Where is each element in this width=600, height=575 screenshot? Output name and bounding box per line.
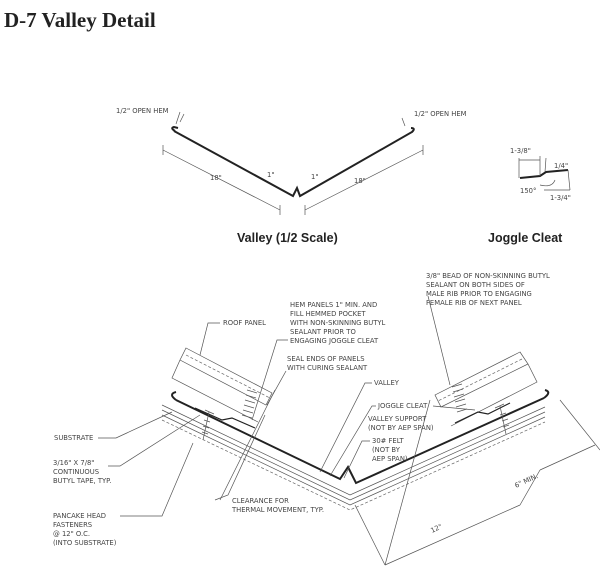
label-felt: 30# FELT (NOT BY AEP SPAN)	[372, 437, 408, 463]
right-sealant	[451, 383, 468, 413]
leader-valley	[319, 382, 372, 473]
label-twelve: 12"	[429, 523, 443, 535]
cleat-caption: Joggle Cleat	[488, 231, 563, 245]
felt-line	[161, 419, 546, 511]
left-hem	[171, 391, 177, 401]
substrate-lines	[161, 404, 546, 506]
leader-hem	[251, 339, 288, 421]
right-panel-hidden	[437, 358, 523, 402]
cleat-dims	[518, 156, 571, 191]
cleat-profile	[519, 169, 569, 179]
label-butyl-tape: 3/16" X 7/8" CONTINUOUS BUTYL TAPE, TYP.	[53, 459, 111, 485]
label-six-min: 6" MIN.	[513, 472, 539, 490]
valley-profile	[171, 125, 415, 198]
right-fastener	[494, 403, 510, 435]
label-roof-panel: ROOF PANEL	[223, 319, 266, 327]
leg-left-label: 18"	[210, 174, 222, 182]
page-title: D-7 Valley Detail	[4, 8, 156, 32]
leg-right-label: 18"	[354, 177, 366, 185]
cleat-angle: 150°	[520, 187, 536, 195]
dimension-lines	[354, 399, 600, 566]
label-hem-panels: HEM PANELS 1" MIN. AND FILL HEMMED POCKE…	[290, 301, 387, 345]
label-substrate: SUBSTRATE	[54, 434, 93, 442]
right-roof-panel	[434, 351, 538, 427]
label-seal-ends: SEAL ENDS OF PANELS WITH CURING SEALANT	[287, 355, 368, 372]
leader-support	[329, 405, 376, 477]
leader-roof-panel	[199, 322, 220, 356]
left-sealant	[241, 389, 258, 419]
valley-metal	[175, 397, 545, 485]
dim-right	[304, 145, 424, 215]
leader-felt	[343, 440, 370, 479]
label-fasteners: PANCAKE HEAD FASTENERS @ 12" O.C. (INTO …	[53, 512, 117, 547]
left-panel-hidden	[185, 354, 271, 399]
left-roof-panel	[171, 347, 273, 423]
valley-caption: Valley (1/2 Scale)	[237, 231, 338, 245]
label-clearance: CLEARANCE FOR THERMAL MOVEMENT, TYP.	[231, 497, 324, 514]
dim-left	[162, 145, 281, 215]
leader-joggle	[432, 405, 476, 411]
label-valley-support: VALLEY SUPPORT (NOT BY AEP SPAN)	[368, 415, 434, 432]
cleat-dim-a: 1-3/8"	[510, 147, 531, 155]
bend-right-label: 1"	[311, 173, 318, 181]
leader-tape	[108, 414, 201, 467]
leader-bead	[427, 295, 451, 386]
right-joggle-cleat	[454, 402, 511, 424]
clearance-lines	[214, 389, 276, 501]
valley-assembly-detail: ROOF PANEL HEM PANELS 1" MIN. AND FILL H…	[53, 272, 600, 566]
label-joggle-cleat: JOGGLE CLEAT	[377, 402, 428, 410]
valley-section: 1/2" OPEN HEM 1/2" OPEN HEM 18" 18" 1" 1…	[116, 107, 467, 245]
hem-dims	[175, 111, 406, 127]
cleat-dim-b: 1/4"	[554, 162, 568, 170]
hem-left-label: 1/2" OPEN HEM	[116, 107, 169, 115]
bend-left-label: 1"	[267, 171, 274, 179]
leader-seal	[266, 370, 287, 406]
label-bead: 3/8" BEAD OF NON-SKINNING BUTYL SEALANT …	[426, 272, 552, 307]
hem-right-label: 1/2" OPEN HEM	[414, 110, 467, 118]
right-hem	[543, 389, 550, 399]
left-fastener	[201, 409, 215, 441]
cleat-dim-c: 1-3/4"	[550, 194, 571, 202]
joggle-cleat-section: 1-3/8" 1/4" 150° 1-3/4" Joggle Cleat	[488, 147, 571, 245]
label-valley: VALLEY	[374, 379, 400, 387]
leader-fasteners	[120, 442, 194, 517]
leader-substrate	[98, 411, 173, 439]
